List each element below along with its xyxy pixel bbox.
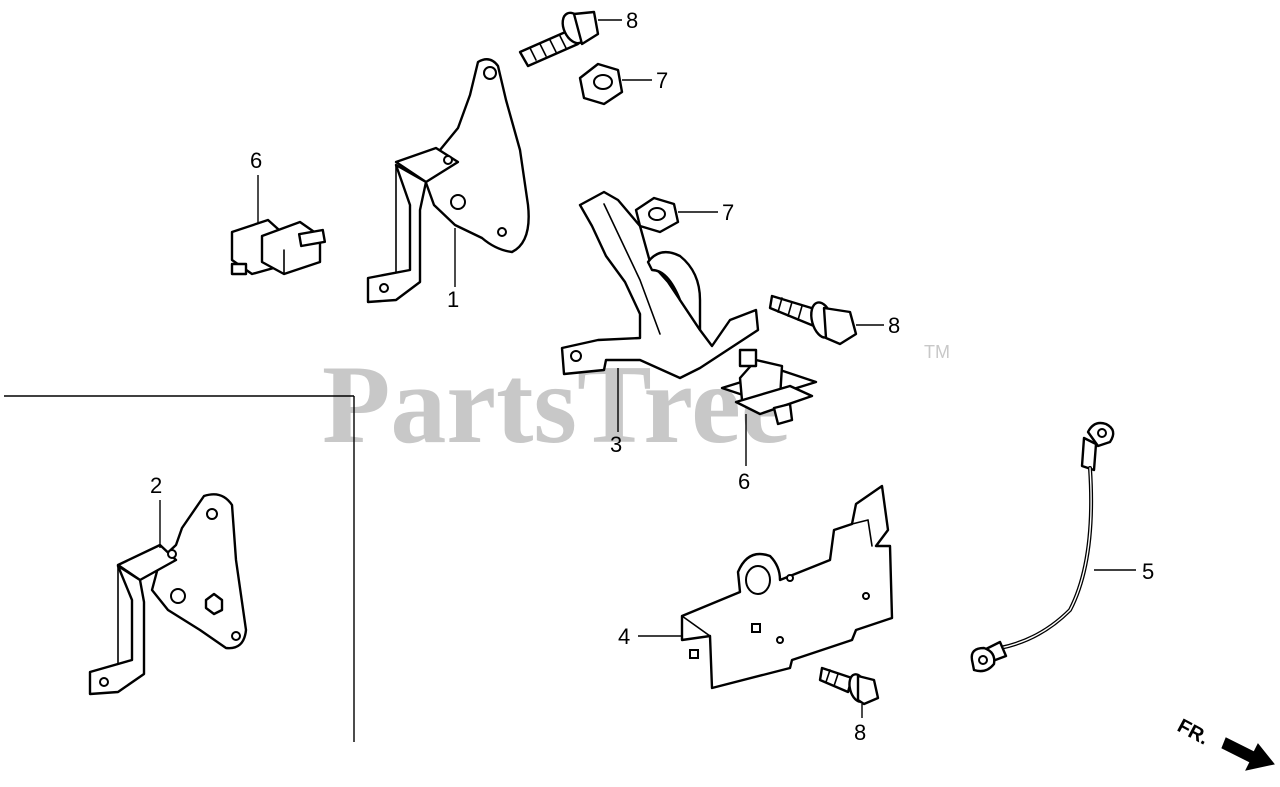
callout-8-middle: 8 — [888, 313, 900, 338]
mount-rubber-right[interactable] — [720, 348, 818, 426]
bracket-middle[interactable] — [560, 190, 760, 380]
flange-nut-middle[interactable] — [634, 196, 680, 234]
callout-2: 2 — [150, 473, 162, 498]
front-direction-indicator: FR. — [1174, 715, 1275, 771]
bracket-upper[interactable] — [366, 58, 530, 304]
watermark-text: PartsTree — [322, 343, 791, 467]
front-arrow-icon — [1221, 737, 1275, 771]
front-direction-label: FR. — [1174, 715, 1213, 750]
callout-4: 4 — [618, 624, 630, 649]
flange-bolt-lower[interactable] — [818, 666, 880, 706]
flange-bolt-middle[interactable] — [768, 294, 858, 346]
callout-8-lower: 8 — [854, 720, 866, 745]
callout-5: 5 — [1142, 559, 1154, 584]
bracket-inset[interactable] — [88, 493, 248, 696]
callout-6-right: 6 — [738, 469, 750, 494]
ground-cable[interactable] — [970, 421, 1115, 673]
watermark-trademark: TM — [924, 342, 950, 362]
callout-7-upper: 7 — [656, 68, 668, 93]
callout-8-upper: 8 — [626, 8, 638, 33]
panel-bracket[interactable] — [680, 484, 894, 690]
mount-rubber-left[interactable] — [230, 218, 327, 276]
callout-7-middle: 7 — [722, 200, 734, 225]
flange-nut-upper[interactable] — [578, 62, 624, 106]
callout-6-left: 6 — [250, 148, 262, 173]
callout-1: 1 — [447, 287, 459, 312]
flange-bolt-upper[interactable] — [518, 9, 600, 68]
callout-3: 3 — [610, 432, 622, 457]
inset-frame — [4, 395, 355, 742]
